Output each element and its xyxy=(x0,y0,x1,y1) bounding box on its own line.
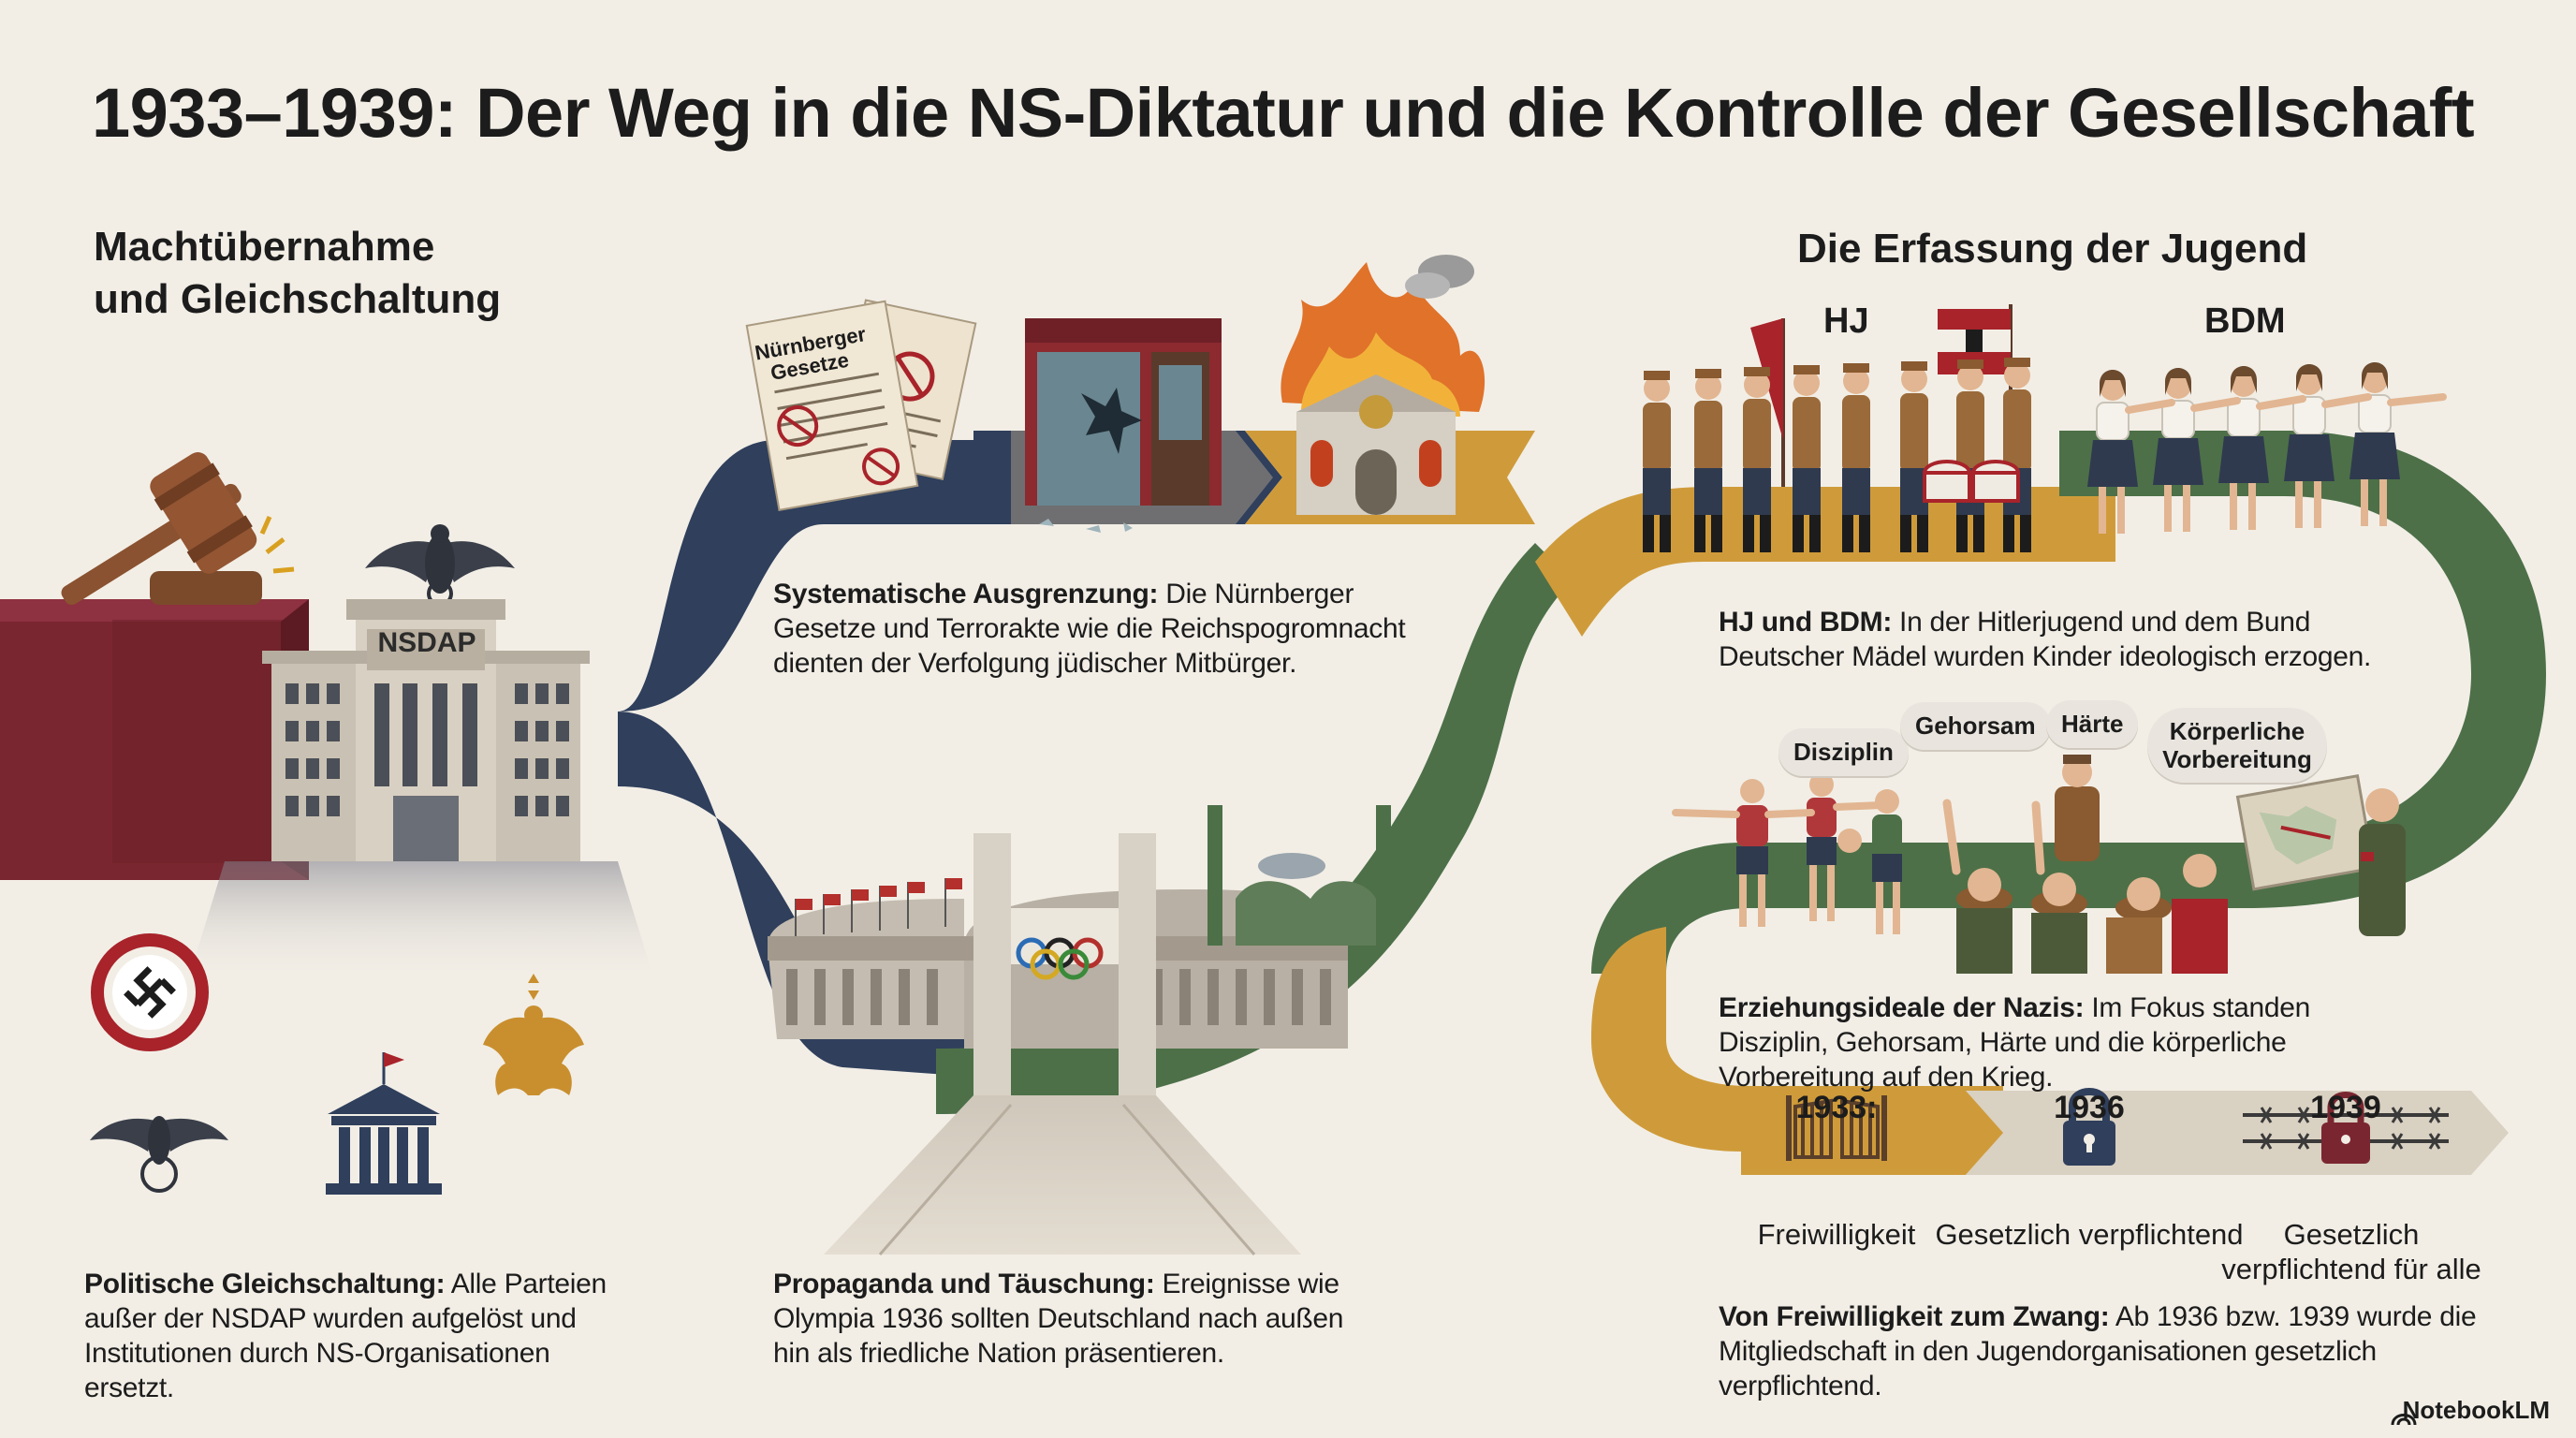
eagle-emblem xyxy=(365,524,515,607)
bdm-label: BDM xyxy=(2204,301,2286,341)
timeline-year-1933: 1933: xyxy=(1795,1090,1878,1125)
green-right-curve xyxy=(1591,431,2546,974)
caption-hj-bdm: HJ und BDM: In der Hitlerjugend und dem … xyxy=(1719,605,2393,674)
bdm-marching-group xyxy=(2087,362,2447,534)
gate-icon xyxy=(1786,1095,1887,1161)
gavel-head xyxy=(150,452,257,574)
swastika-roundel-icon xyxy=(91,933,209,1051)
olympic-stadium xyxy=(768,805,1391,1255)
timeline-year-1936: 1936 xyxy=(2054,1090,2125,1125)
barbed-wire-lock-icon xyxy=(2243,1092,2449,1164)
burning-synagogue xyxy=(1281,255,1486,515)
building-sign: NSDAP xyxy=(377,627,476,658)
eagle-wreath-icon xyxy=(90,1116,228,1193)
caption-exclusion: Systematische Ausgrenzung: Die Nürnberge… xyxy=(773,577,1428,681)
padlock-icon xyxy=(2063,1088,2115,1166)
timeline-label-mandatory: Gesetzlich verpflichtend xyxy=(1935,1218,2244,1251)
speech-bubble-vorbereitung: Körperliche Vorbereitung xyxy=(2147,708,2327,783)
ochre-s-curve xyxy=(1535,487,2115,637)
navy-upper-path xyxy=(618,440,992,712)
government-building-icon xyxy=(326,1052,442,1195)
caption-bold: Systematische Ausgrenzung: xyxy=(773,579,1159,609)
caption-text: Im Fokus standen Disziplin, Gehorsam, Hä… xyxy=(1719,992,2311,1093)
caption-gleichschaltung: Politische Gleichschaltung: Alle Parteie… xyxy=(84,1267,646,1405)
speech-bubble-disziplin: Disziplin xyxy=(1778,728,1909,776)
heading-line: Machtübernahme xyxy=(94,224,435,270)
hj-label: HJ xyxy=(1823,301,1869,341)
section-heading-power: Machtübernahme und Gleichschaltung xyxy=(94,221,501,326)
nuremberg-laws-documents xyxy=(745,299,977,512)
speech-bubble-haerte: Härte xyxy=(2046,700,2139,748)
heading-line: und Gleichschaltung xyxy=(94,276,502,322)
caption-bold: Propaganda und Täuschung: xyxy=(773,1269,1155,1299)
caption-text: In der Hitlerjugend und dem Bund Deutsch… xyxy=(1719,607,2372,672)
imperial-eagle-icon xyxy=(483,974,584,1095)
timeline-label-voluntary: Freiwilligkeit xyxy=(1757,1218,1916,1251)
drums xyxy=(1923,460,2020,503)
page-title: 1933–1939: Der Weg in die NS-Diktatur un… xyxy=(92,74,2475,152)
section-heading-youth: Die Erfassung der Jugend xyxy=(1797,226,2308,271)
caption-propaganda: Propaganda und Täuschung: Ereignisse wie… xyxy=(773,1267,1372,1371)
caption-text: Ereignisse wie Olympia 1936 sollten Deut… xyxy=(773,1269,1344,1369)
caption-freiwilligkeit-zwang: Von Freiwilligkeit zum Zwang: Ab 1936 bz… xyxy=(1719,1299,2524,1403)
caption-text: Alle Parteien außer der NSDAP wurden auf… xyxy=(84,1269,607,1403)
timeline-year-1939: 1939 xyxy=(2310,1090,2381,1125)
hj-marching-group xyxy=(1643,304,2031,552)
broken-shop-window xyxy=(1025,318,1222,533)
caption-bold: Von Freiwilligkeit zum Zwang: xyxy=(1719,1301,2110,1332)
speech-bubble-gehorsam: Gehorsam xyxy=(1900,702,2051,750)
navy-lower-path xyxy=(618,712,973,1077)
brand-label: NotebookLM xyxy=(2402,1396,2550,1424)
gavel-base xyxy=(150,571,262,605)
caption-text: Ab 1936 bzw. 1939 wurde die Mitgliedscha… xyxy=(1719,1301,2477,1401)
caption-bold: Politische Gleichschaltung: xyxy=(84,1269,446,1299)
notebooklm-logo-icon xyxy=(2391,1414,2417,1426)
caption-text: Die Nürnberger Gesetze und Terrorakte wi… xyxy=(773,579,1406,679)
building-shadow xyxy=(187,861,655,983)
stadium-road xyxy=(824,1095,1301,1255)
caption-bold: HJ und BDM: xyxy=(1719,607,1893,638)
youth-training-scene xyxy=(1672,755,2406,974)
timeline-label-mandatory-all: Gesetzlich verpflichtend für alle xyxy=(2221,1218,2481,1285)
caption-bold: Erziehungsideale der Nazis: xyxy=(1719,992,2085,1023)
caption-erziehungsideale: Erziehungsideale der Nazis: Im Fokus sta… xyxy=(1719,990,2411,1094)
nsdap-building xyxy=(262,599,590,861)
